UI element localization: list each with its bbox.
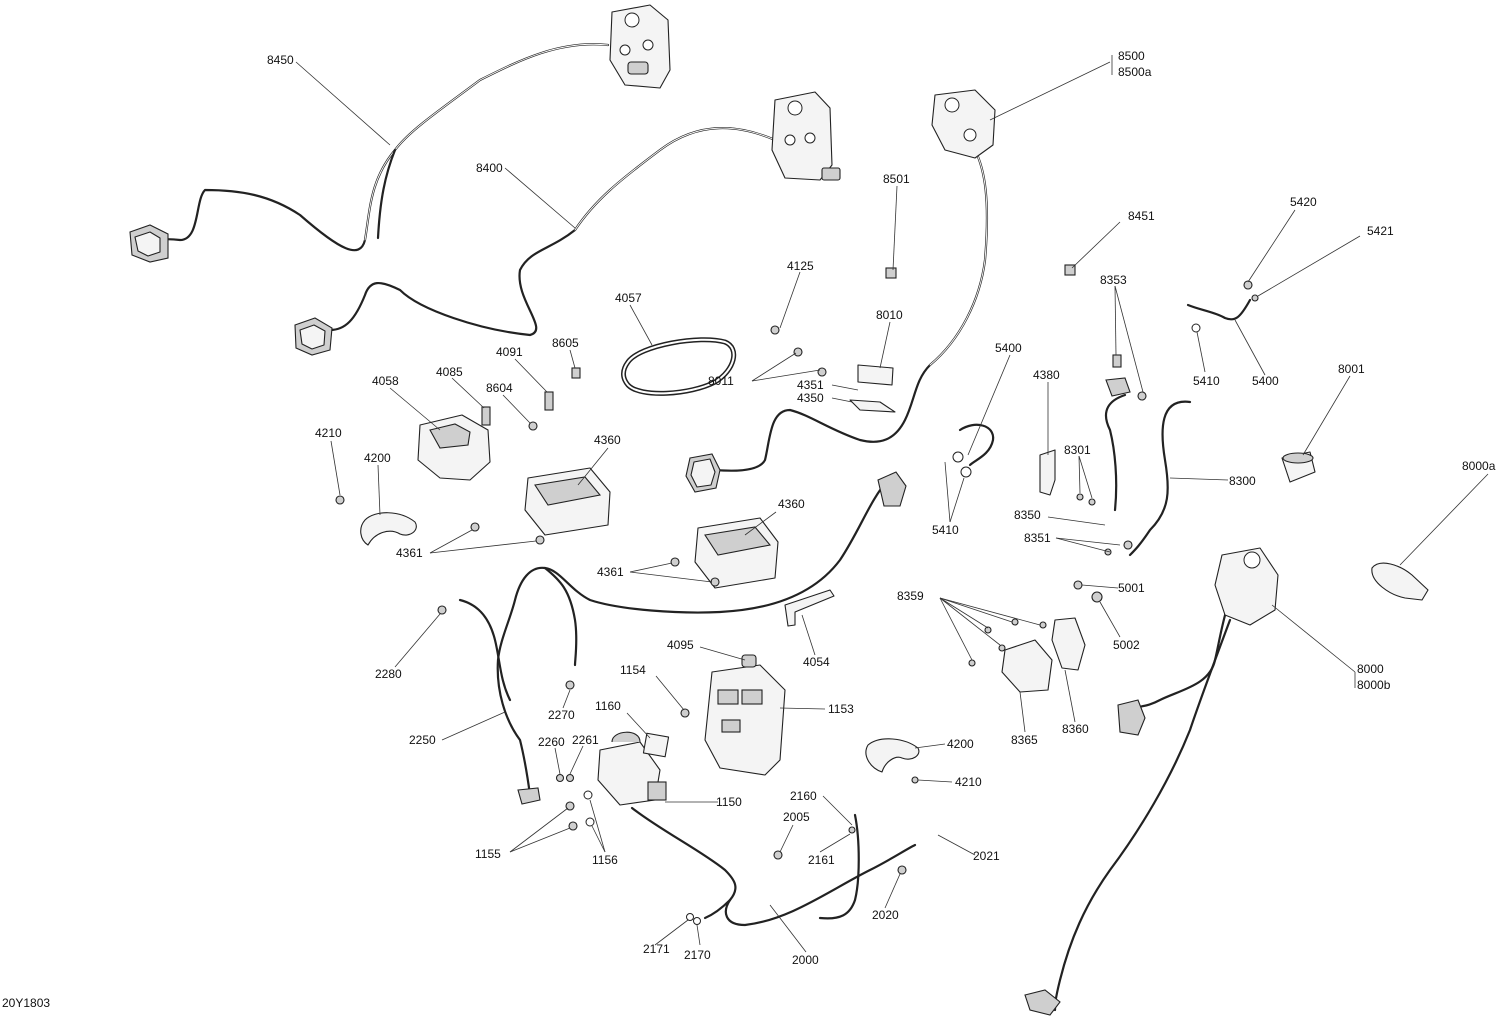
fuse-box-1153 xyxy=(704,664,786,776)
callout-2000: 2000 xyxy=(792,953,819,967)
callout-4210-b: 4210 xyxy=(955,775,982,789)
callout-2161: 2161 xyxy=(808,853,835,867)
callout-8359: 8359 xyxy=(897,589,924,603)
callout-2021: 2021 xyxy=(973,849,1000,863)
cover-8360 xyxy=(1051,617,1086,671)
plate-1160 xyxy=(642,732,670,758)
callout-2280: 2280 xyxy=(375,667,402,681)
callout-4125: 4125 xyxy=(787,259,814,273)
clip-4200-a xyxy=(360,512,417,546)
callout-8500: 8500 xyxy=(1118,49,1145,63)
callout-8360: 8360 xyxy=(1062,722,1089,736)
leader-lines xyxy=(295,55,1489,953)
callout-2171: 2171 xyxy=(643,942,670,956)
allen-key-4054 xyxy=(784,589,835,627)
callout-1160: 1160 xyxy=(595,699,621,713)
callout-8605: 8605 xyxy=(552,336,579,350)
bracket-4380 xyxy=(1039,449,1056,496)
callout-4057: 4057 xyxy=(615,291,642,305)
callout-2005: 2005 xyxy=(783,810,810,824)
callout-2170: 2170 xyxy=(684,948,711,962)
callout-1156: 1156 xyxy=(592,853,618,867)
switch-housing-8500 xyxy=(931,89,996,159)
callout-4091: 4091 xyxy=(496,345,523,359)
callout-8353: 8353 xyxy=(1100,273,1127,287)
callout-8001: 8001 xyxy=(1338,362,1365,376)
callout-4085: 4085 xyxy=(436,365,463,379)
callout-4200-a: 4200 xyxy=(364,451,391,465)
housing-8365 xyxy=(1001,639,1053,693)
callout-1154: 1154 xyxy=(620,663,646,677)
callout-8500a: 8500a xyxy=(1118,65,1152,79)
holder-4058 xyxy=(417,414,491,481)
bracket-4360-b xyxy=(694,517,779,589)
harness-8500 xyxy=(685,148,989,493)
callout-4350: 4350 xyxy=(797,391,824,405)
callout-5410-a: 5410 xyxy=(1193,374,1220,388)
callout-8000: 8000 xyxy=(1357,662,1384,676)
callout-2270: 2270 xyxy=(548,708,575,722)
callout-8365: 8365 xyxy=(1011,733,1038,747)
callout-8350: 8350 xyxy=(1014,508,1041,522)
callout-8300: 8300 xyxy=(1229,474,1256,488)
document-id: 20Y1803 xyxy=(2,996,50,1010)
gasket-4057 xyxy=(621,337,737,396)
callout-1153: 1153 xyxy=(828,702,854,716)
callout-5421: 5421 xyxy=(1367,224,1394,238)
callout-4200-b: 4200 xyxy=(947,737,974,751)
callout-8010: 8010 xyxy=(876,308,903,322)
callout-8000b: 8000b xyxy=(1357,678,1391,692)
callout-1150: 1150 xyxy=(716,795,742,809)
callout-labels: 8450 8400 8500 8500a 8501 8451 5420 5421… xyxy=(267,49,1496,967)
ring-8001 xyxy=(1281,451,1316,483)
bracket-4360-a xyxy=(524,467,611,536)
fasteners xyxy=(335,264,1259,925)
wire-5400 xyxy=(958,298,1252,467)
callout-4361-a: 4361 xyxy=(396,546,423,560)
callout-8604: 8604 xyxy=(486,381,513,395)
callout-8301: 8301 xyxy=(1064,443,1091,457)
harness-main-mid xyxy=(458,471,907,805)
callout-4380: 4380 xyxy=(1033,368,1060,382)
callout-2250: 2250 xyxy=(409,733,436,747)
callout-8011: 8011 xyxy=(708,374,734,388)
key-8000a xyxy=(1371,562,1429,601)
callout-4360-b: 4360 xyxy=(778,497,805,511)
callout-2261: 2261 xyxy=(572,733,599,747)
harness-8400 xyxy=(294,127,777,356)
switch-housing-8400 xyxy=(771,91,841,181)
callout-5420: 5420 xyxy=(1290,195,1317,209)
ignition-switch-8000 xyxy=(1214,547,1279,626)
callout-5400-b: 5400 xyxy=(1252,374,1279,388)
callout-8351: 8351 xyxy=(1024,531,1051,545)
solenoid-1150 xyxy=(597,731,667,806)
callout-4054: 4054 xyxy=(803,655,830,669)
callout-1155: 1155 xyxy=(475,847,501,861)
callout-8400: 8400 xyxy=(476,161,503,175)
callout-2020: 2020 xyxy=(872,908,899,922)
callout-2260: 2260 xyxy=(538,735,565,749)
callout-4361-b: 4361 xyxy=(597,565,624,579)
callout-5400-a: 5400 xyxy=(995,341,1022,355)
callout-8451: 8451 xyxy=(1128,209,1155,223)
callout-5410-b: 5410 xyxy=(932,523,959,537)
callout-4351: 4351 xyxy=(797,378,824,392)
harness-8450 xyxy=(129,43,610,263)
callout-8000a: 8000a xyxy=(1462,459,1496,473)
clip-4200-b xyxy=(865,738,920,773)
callout-2160: 2160 xyxy=(790,789,817,803)
cable-2000 xyxy=(630,806,917,927)
switch-housing-8450 xyxy=(609,4,671,89)
callout-8450: 8450 xyxy=(267,53,294,67)
harness-8300 xyxy=(1104,393,1192,557)
callout-4058: 4058 xyxy=(372,374,399,388)
callout-5002: 5002 xyxy=(1113,638,1140,652)
callout-5001: 5001 xyxy=(1118,581,1145,595)
callout-4210-a: 4210 xyxy=(315,426,342,440)
callout-4095: 4095 xyxy=(667,638,694,652)
callout-8501: 8501 xyxy=(883,172,910,186)
callout-4360-a: 4360 xyxy=(594,433,621,447)
